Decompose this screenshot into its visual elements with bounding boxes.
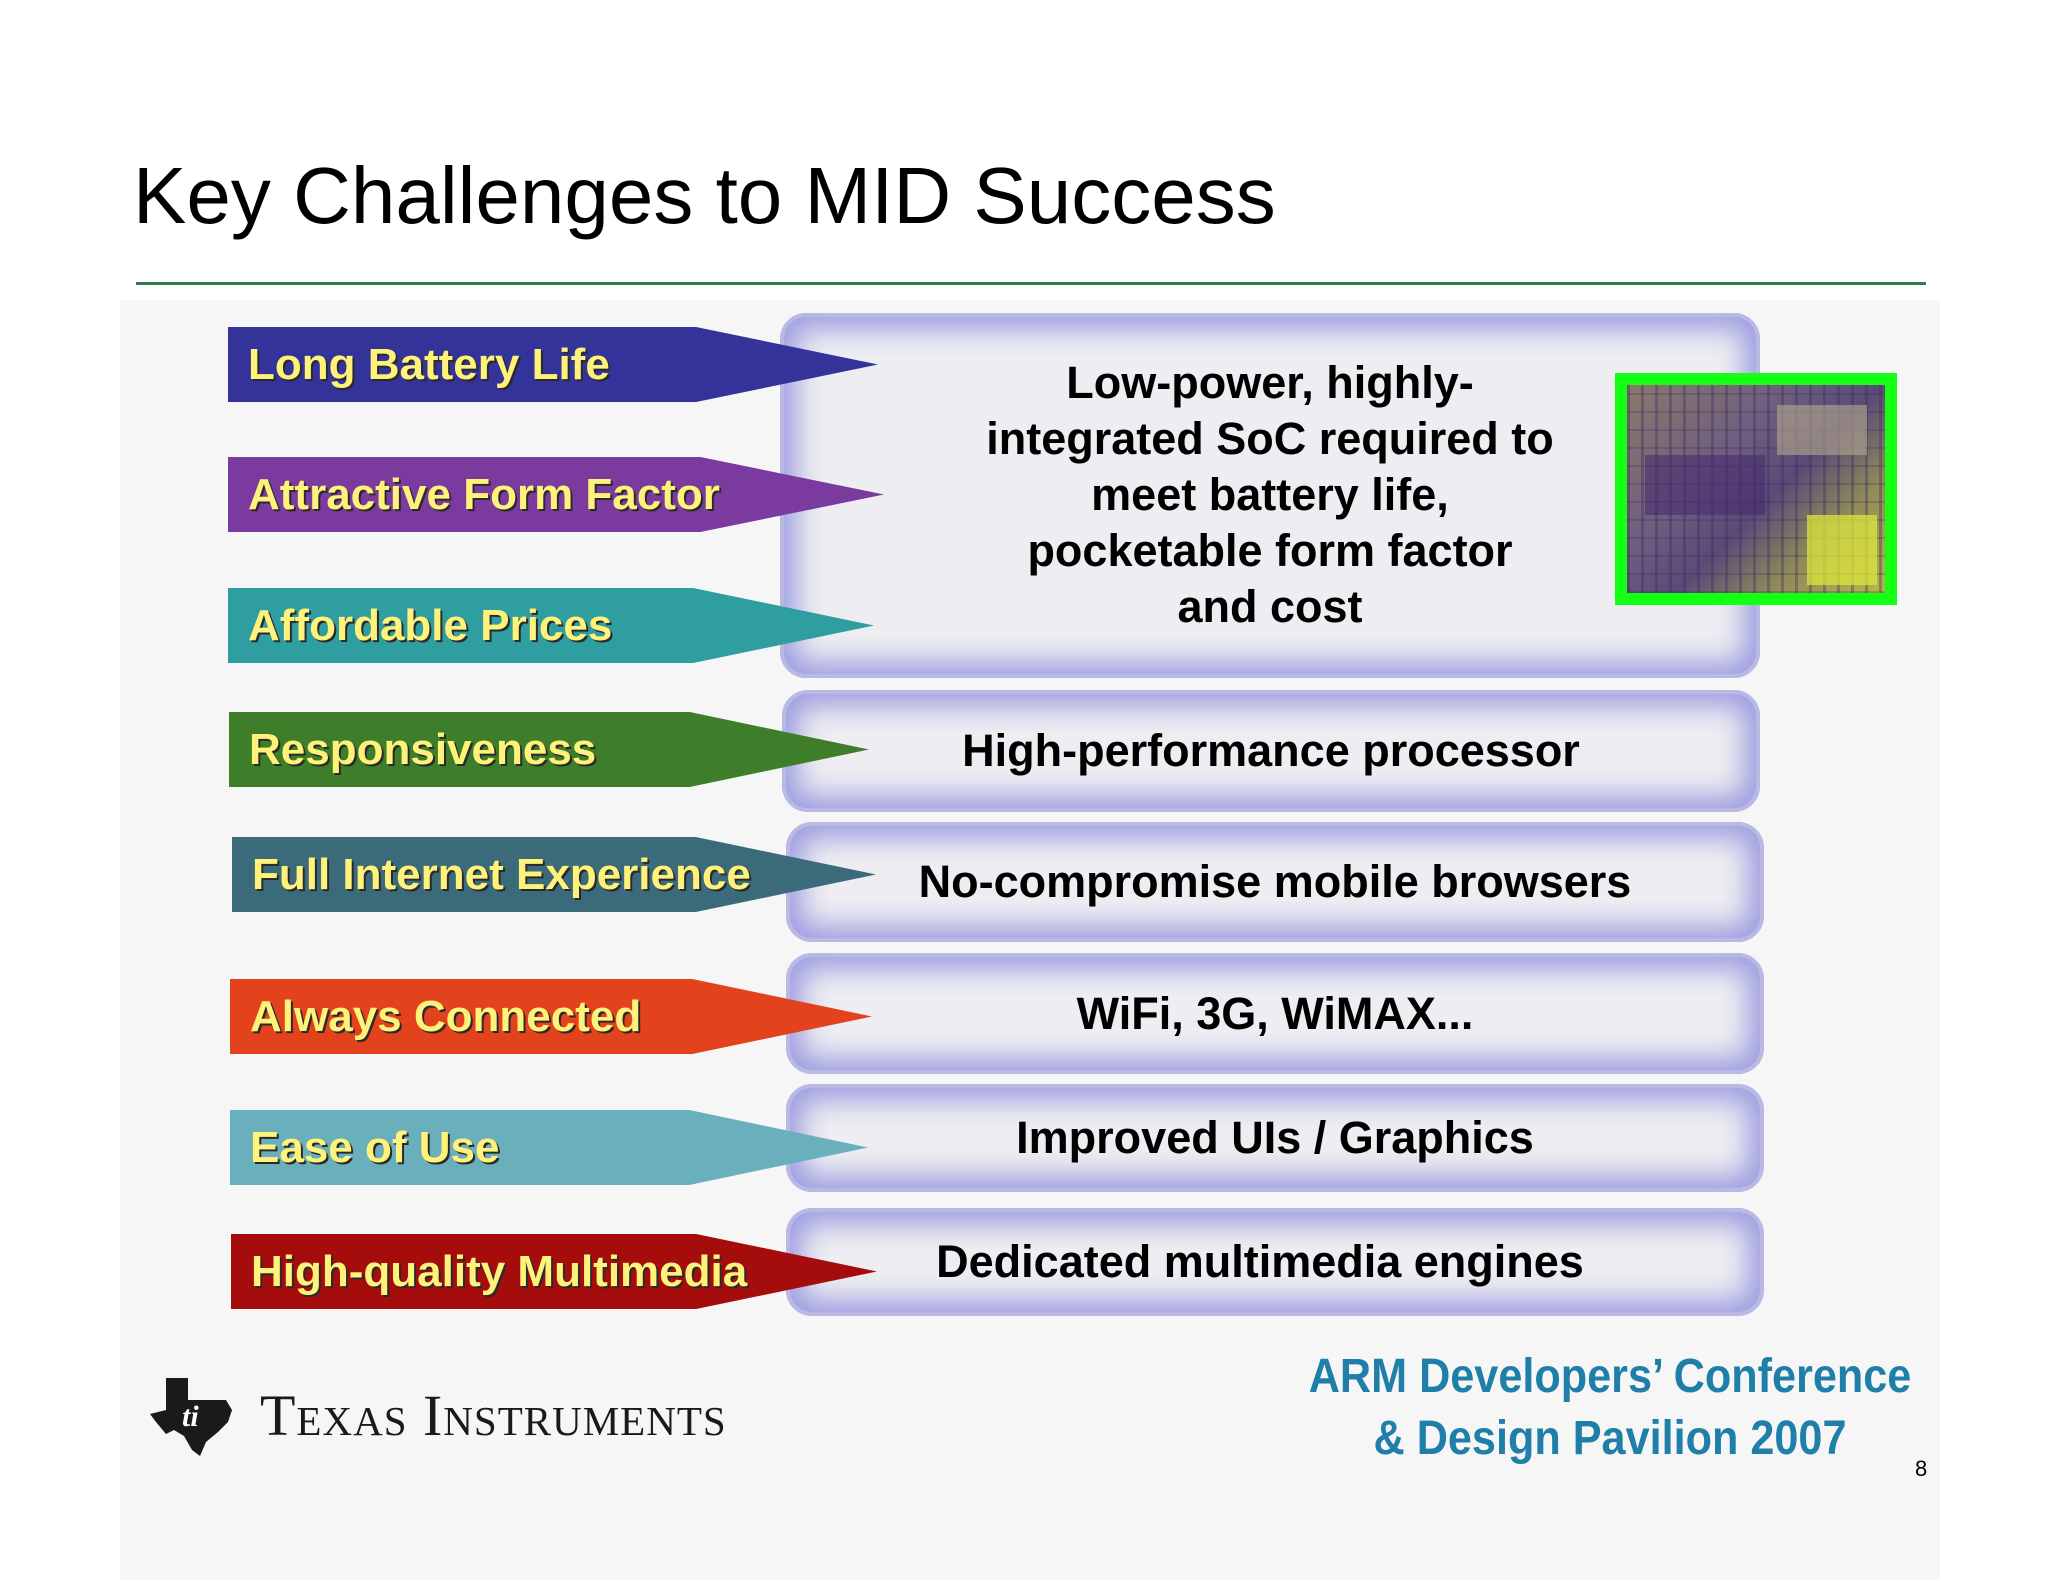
soc-line-5: and cost (1177, 580, 1363, 632)
connectivity-solution-text: WiFi, 3G, WiMAX... (1076, 987, 1474, 1039)
multimedia-solution-text: Dedicated multimedia engines (936, 1236, 1584, 1287)
ui-solution-box: Improved UIs / Graphics (786, 1084, 1764, 1192)
multimedia-solution-box: Dedicated multimedia engines (786, 1208, 1764, 1316)
soc-line-2: integrated SoC required to (986, 412, 1554, 464)
conference-line-1: ARM Developers’ Conference (1308, 1350, 1912, 1403)
soc-solution-text: Low-power, highly- integrated SoC requir… (986, 355, 1554, 635)
challenge-arrow-connected: Always Connected (230, 979, 872, 1054)
processor-solution-box: High-performance processor (782, 690, 1760, 812)
conference-line-2: & Design Pavilion 2007 (1373, 1412, 1847, 1465)
title-divider (136, 282, 1926, 285)
soc-line-3: meet battery life, (1091, 468, 1449, 520)
soc-die-image (1615, 373, 1897, 605)
soc-line-4: pocketable form factor (1027, 524, 1513, 576)
challenge-arrow-internet: Full Internet Experience (232, 837, 876, 912)
challenge-label: Responsiveness (249, 724, 597, 774)
challenge-label: Full Internet Experience (252, 849, 751, 899)
challenge-label: Attractive Form Factor (248, 469, 720, 519)
challenge-label: Affordable Prices (248, 600, 613, 650)
ti-texas-logo-icon: ti (150, 1378, 232, 1456)
challenge-label: Ease of Use (250, 1122, 500, 1172)
company-name: Texas Instruments (260, 1382, 727, 1448)
challenge-label: Long Battery Life (248, 339, 610, 389)
soc-line-1: Low-power, highly- (1066, 356, 1474, 408)
svg-text:ti: ti (182, 1400, 199, 1433)
browser-solution-text: No-compromise mobile browsers (918, 856, 1632, 907)
slide-title: Key Challenges to MID Success (133, 151, 1276, 240)
conference-name: ARM Developers’ Conference & Design Pavi… (1277, 1346, 1943, 1470)
connectivity-solution-box: WiFi, 3G, WiMAX... (786, 953, 1764, 1074)
soc-solution-box: Low-power, highly- integrated SoC requir… (780, 313, 1760, 678)
texas-instruments-logo: ti Texas Instruments (148, 1370, 727, 1460)
challenge-label: Always Connected (250, 991, 642, 1041)
browser-solution-box: No-compromise mobile browsers (786, 822, 1764, 942)
challenge-label: High-quality Multimedia (251, 1246, 748, 1296)
ui-solution-text: Improved UIs / Graphics (1016, 1112, 1534, 1163)
processor-solution-text: High-performance processor (962, 725, 1580, 776)
soc-die-photo-icon (1627, 385, 1885, 593)
page-number: 8 (1915, 1456, 1928, 1481)
